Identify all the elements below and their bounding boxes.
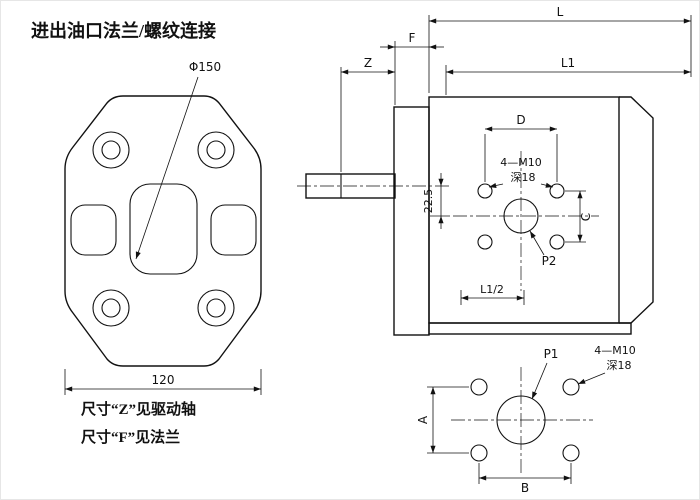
thread-spec-label-bottom: 4—M10 — [594, 344, 636, 357]
thread-depth-label-bottom: 深18 — [607, 359, 632, 372]
thread-spec-label: 4—M10 — [500, 156, 542, 169]
drive-shaft — [297, 173, 451, 199]
port-p1-label: P1 — [544, 347, 559, 361]
dim-B-label: B — [521, 481, 529, 495]
dim-L1-half: L1/2 — [460, 283, 525, 305]
dim-width-120: 120 — [64, 369, 262, 395]
dim-width-label: 120 — [152, 373, 175, 387]
dim-C-label: C — [579, 213, 593, 221]
thread-callout-bottom: 4—M10 深18 — [577, 344, 636, 385]
dim-A-label: A — [416, 415, 430, 424]
note-flange: 尺寸“F”见法兰 — [81, 428, 180, 446]
dim-L: L — [428, 5, 692, 93]
dim-D: D — [484, 113, 558, 182]
dim-Z-label: Z — [364, 56, 372, 70]
dim-B: B — [478, 463, 572, 495]
mounting-bolt-holes — [92, 131, 235, 327]
port-p2-callout: P2 — [529, 230, 557, 268]
pump-front-outline — [64, 95, 262, 367]
dim-F-label: F — [409, 31, 416, 45]
port-p1-circle — [496, 395, 546, 445]
bottom-port-view: A B P1 4—M10 深18 — [416, 344, 636, 495]
dim-L1-half-label: L1/2 — [480, 283, 504, 296]
dim-D-label: D — [516, 113, 525, 127]
dim-L1-label: L1 — [561, 56, 575, 70]
port-bolt-holes-bottom — [470, 378, 580, 462]
end-cover — [619, 96, 654, 324]
port-bolt-holes — [477, 183, 565, 250]
pump-body — [428, 96, 620, 324]
port-p1-callout: P1 — [531, 347, 559, 400]
port-face — [453, 151, 599, 291]
note-shaft: 尺寸“Z”见驱动轴 — [81, 400, 196, 418]
dim-offset-22-5: 22.5 — [422, 173, 450, 229]
housing-center-shapes — [70, 183, 257, 275]
port-p2-circle — [503, 198, 539, 234]
thread-depth-label: 深18 — [511, 171, 536, 184]
dim-F: F — [380, 31, 444, 105]
body-base-strip — [428, 322, 632, 335]
dim-offset-label: 22.5 — [422, 189, 435, 214]
dim-A: A — [416, 386, 469, 454]
front-view: Φ150 120 尺寸“Z”见驱动轴 尺寸“F”见法兰 — [64, 60, 262, 446]
dim-Z: Z — [340, 56, 395, 172]
dim-L-label: L — [557, 5, 564, 19]
page-title: 进出油口法兰/螺纹连接 — [31, 20, 216, 41]
thread-callout-side: 4—M10 深18 — [488, 156, 554, 188]
dim-diameter-label: Φ150 — [189, 60, 221, 74]
front-flange — [393, 106, 430, 336]
dim-C: C — [565, 190, 593, 243]
side-view: L L1 F Z D — [297, 5, 692, 336]
port-p2-label: P2 — [542, 254, 557, 268]
dim-L1: L1 — [445, 56, 691, 95]
dim-diameter: Φ150 — [135, 60, 221, 260]
